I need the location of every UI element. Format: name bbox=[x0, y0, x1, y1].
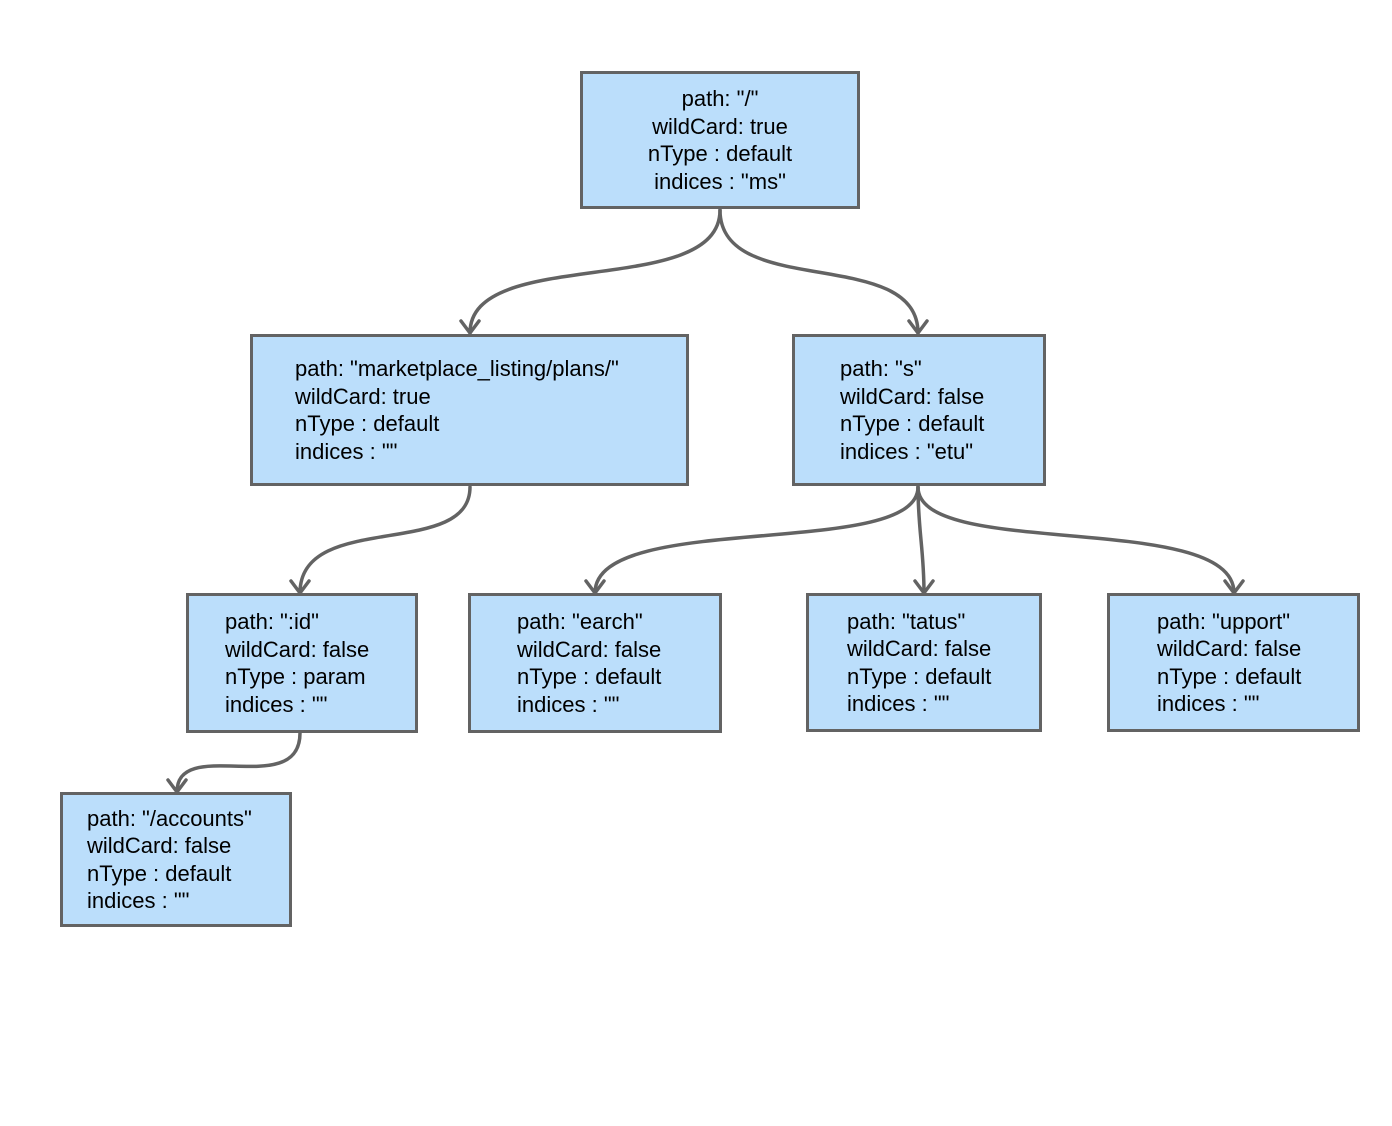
edge-s-to-upport bbox=[916, 485, 1236, 595]
node-id-param: path: ":id" wildCard: false nType : para… bbox=[186, 593, 418, 733]
node-wildcard-label: wildCard: false bbox=[1157, 636, 1302, 661]
node-path-label: path: "earch" bbox=[517, 609, 643, 634]
node-path-label: path: "s" bbox=[840, 356, 922, 381]
node-indices-label: indices : "ms" bbox=[654, 168, 786, 194]
node-ntype-label: nType : param bbox=[225, 664, 366, 689]
node-path-label: path: ":id" bbox=[225, 609, 319, 634]
edge-root-to-s bbox=[718, 208, 920, 335]
edge-s-to-earch bbox=[593, 485, 920, 595]
node-wildcard-label: wildCard: true bbox=[652, 113, 788, 139]
node-s: path: "s" wildCard: false nType : defaul… bbox=[792, 334, 1046, 486]
node-ntype-label: nType : default bbox=[295, 411, 440, 436]
edge-s-to-tatus bbox=[916, 485, 926, 595]
node-marketplace-listing: path: "marketplace_listing/plans/" wildC… bbox=[250, 334, 689, 486]
node-earch: path: "earch" wildCard: false nType : de… bbox=[468, 593, 722, 733]
node-indices-label: indices : "" bbox=[87, 888, 190, 913]
node-indices-label: indices : "" bbox=[225, 691, 328, 717]
node-wildcard-label: wildCard: false bbox=[87, 833, 232, 858]
node-path-label: path: "upport" bbox=[1157, 608, 1291, 634]
arrowhead-marketplace bbox=[459, 319, 481, 335]
node-indices-label: indices : "" bbox=[847, 691, 950, 716]
node-ntype-label: nType : default bbox=[847, 663, 992, 689]
edge-id-to-accounts bbox=[175, 731, 302, 794]
node-accounts: path: "/accounts" wildCard: false nType … bbox=[60, 792, 292, 927]
node-ntype-label: nType : default bbox=[517, 664, 662, 689]
node-wildcard-label: wildCard: false bbox=[517, 636, 662, 662]
node-root: path: "/" wildCard: true nType : default… bbox=[580, 71, 860, 209]
node-ntype-label: nType : default bbox=[840, 411, 985, 436]
node-upport: path: "upport" wildCard: false nType : d… bbox=[1107, 593, 1360, 732]
node-path-label: path: "/" bbox=[681, 86, 759, 111]
node-indices-label: indices : "" bbox=[517, 691, 620, 717]
edge-marketplace-to-id bbox=[298, 485, 472, 595]
node-path-label: path: "/accounts" bbox=[87, 805, 252, 831]
node-ntype-label: nType : default bbox=[1157, 663, 1302, 689]
node-path-label: path: "marketplace_listing/plans/" bbox=[295, 356, 619, 381]
node-ntype-label: nType : default bbox=[87, 860, 232, 886]
arrowhead-s bbox=[907, 319, 929, 335]
node-indices-label: indices : "" bbox=[1157, 691, 1260, 716]
node-wildcard-label: wildCard: false bbox=[847, 636, 992, 661]
edge-root-to-marketplace bbox=[468, 208, 722, 335]
node-indices-label: indices : "" bbox=[295, 438, 398, 464]
node-path-label: path: "tatus" bbox=[847, 608, 966, 634]
node-wildcard-label: wildCard: false bbox=[840, 383, 985, 409]
node-wildcard-label: wildCard: false bbox=[225, 636, 370, 662]
node-indices-label: indices : "etu" bbox=[840, 438, 974, 464]
node-ntype-label: nType : default bbox=[647, 141, 793, 166]
node-tatus: path: "tatus" wildCard: false nType : de… bbox=[806, 593, 1042, 732]
node-wildcard-label: wildCard: true bbox=[295, 383, 431, 409]
